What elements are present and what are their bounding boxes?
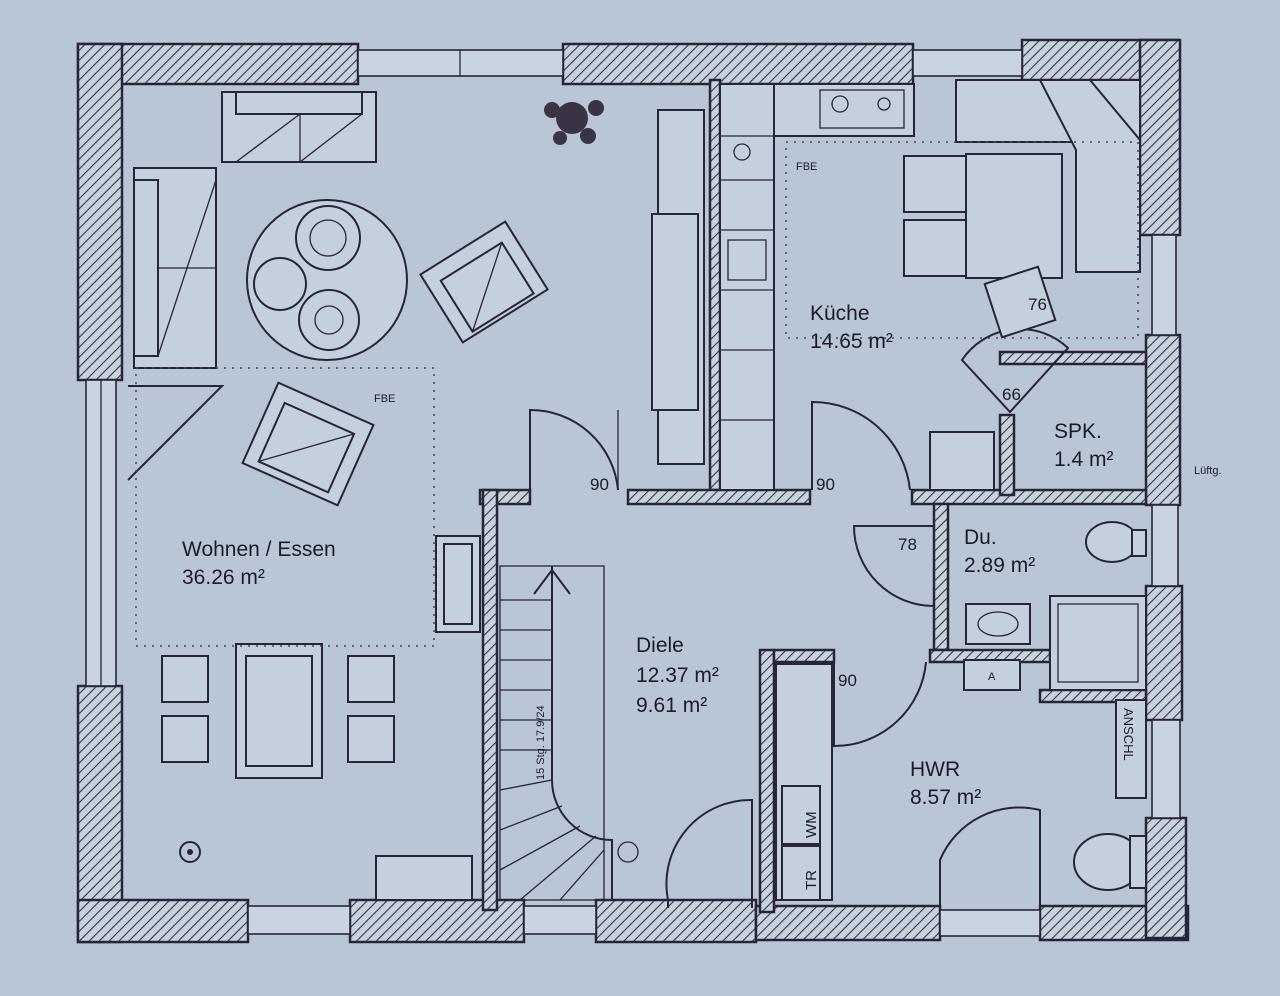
- lueftung-label: Lüftg.: [1194, 465, 1222, 477]
- annotation-labels: FBE FBE 15 Stg. 17.9/24 WM TR ANSCHL A L…: [374, 161, 1222, 890]
- dimension-labels: 90 90 78 90 66 76: [590, 295, 1047, 690]
- door-width-kueche: 90: [816, 475, 835, 494]
- door-width-hwr: 90: [838, 671, 857, 690]
- room-area-spk: 1.4 m²: [1054, 448, 1114, 471]
- room-name-kueche: Küche: [810, 302, 870, 325]
- kitchen-furniture: [651, 79, 1141, 491]
- room-area-wohnen: 36.26 m²: [182, 566, 265, 589]
- window-width-kueche: 76: [1028, 295, 1047, 314]
- door-width-wohnen: 90: [590, 475, 609, 494]
- room-area-kueche: 14.65 m²: [810, 330, 893, 353]
- anschl-label: ANSCHL: [1121, 708, 1136, 761]
- fbe-label-kueche: FBE: [796, 161, 817, 173]
- exterior-walls: [76, 38, 1190, 944]
- room-area-hwr: 8.57 m²: [910, 786, 981, 809]
- wm-label: WM: [803, 811, 820, 838]
- windows: [85, 49, 1181, 937]
- living-furniture: [127, 91, 604, 901]
- interior-walls: [478, 78, 1148, 914]
- fbe-label-wohnen: FBE: [374, 393, 395, 405]
- room-name-diele: Diele: [636, 634, 684, 657]
- room-area-diele: 12.37 m²: [636, 664, 719, 687]
- plant-icon: [544, 100, 604, 145]
- utility-furniture: [499, 521, 1147, 901]
- room-labels: Wohnen / Essen 36.26 m² Küche 14.65 m² S…: [182, 302, 1114, 809]
- room-name-wohnen: Wohnen / Essen: [182, 538, 336, 561]
- room-area-du: 2.89 m²: [964, 554, 1035, 577]
- stairs-label: 15 Stg. 17.9/24: [535, 705, 547, 780]
- door-width-spk: 66: [1002, 385, 1021, 404]
- door-width-du: 78: [898, 535, 917, 554]
- tr-label: TR: [803, 870, 820, 890]
- doors: [529, 328, 1070, 908]
- room-name-hwr: HWR: [910, 758, 960, 781]
- a-box-label: A: [988, 671, 996, 683]
- room-area2-diele: 9.61 m²: [636, 694, 707, 717]
- room-name-du: Du.: [964, 526, 997, 549]
- room-name-spk: SPK.: [1054, 420, 1102, 443]
